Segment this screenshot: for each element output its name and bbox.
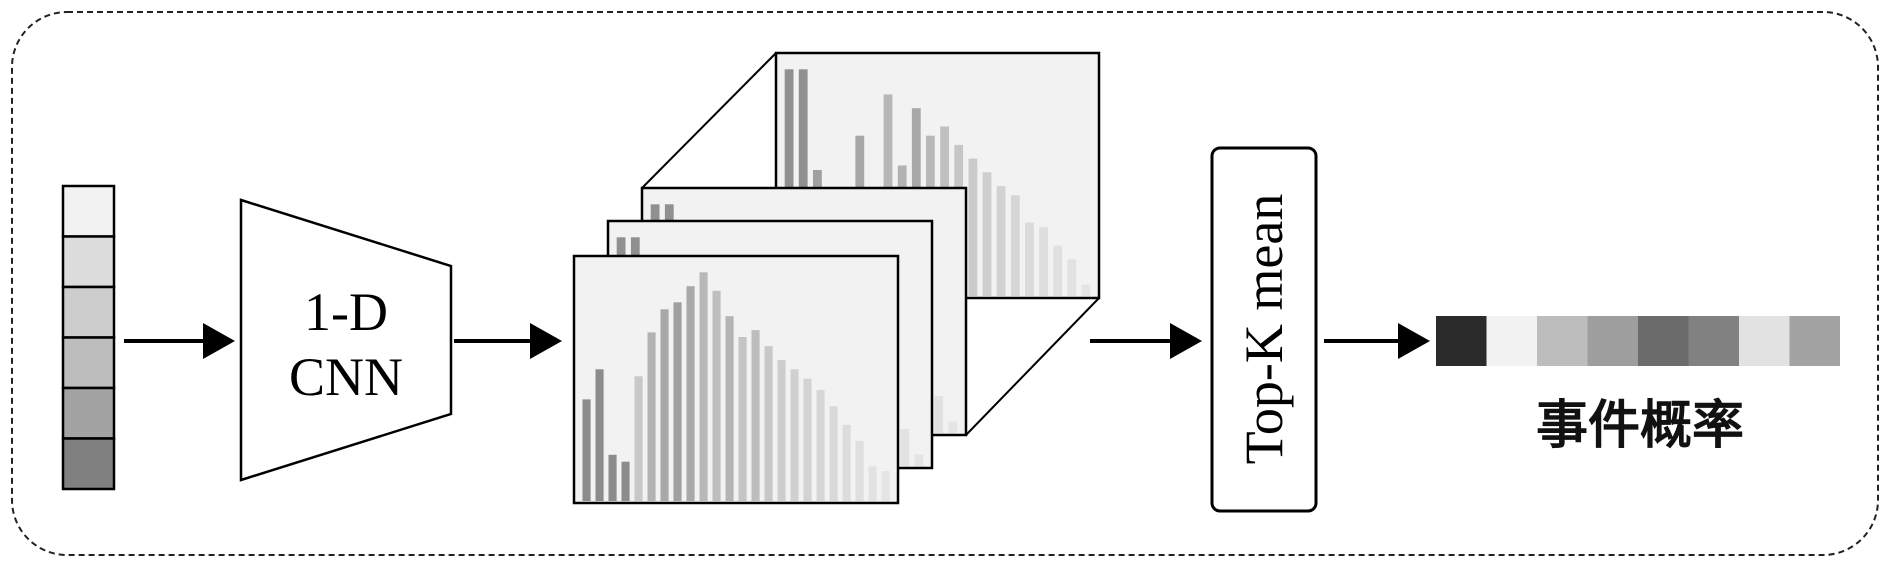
map1-bar xyxy=(621,461,630,501)
topk-mean-block: Top-K mean xyxy=(1210,146,1318,513)
input-vector-cell xyxy=(61,184,116,238)
map1-bar xyxy=(738,337,747,501)
arrow-cnn-to-features xyxy=(454,323,562,359)
map1-bar xyxy=(751,330,760,501)
outer-dashed-frame xyxy=(11,11,1879,556)
map1-bar xyxy=(868,466,877,501)
feature-map-stack xyxy=(572,51,1101,505)
output-vector-cell xyxy=(1789,316,1840,366)
event-probability-label: 事件概率 xyxy=(1536,396,1744,456)
map3-bar xyxy=(934,396,944,433)
map1-bar xyxy=(608,454,617,501)
map1-bar xyxy=(712,290,721,501)
map1-bar xyxy=(777,360,786,501)
cnn-label-line2: CNN xyxy=(289,347,403,407)
arrow-features-to-topk xyxy=(1090,323,1202,359)
map1-bar xyxy=(725,316,734,501)
map1-bar xyxy=(829,406,838,501)
map1-bar xyxy=(816,390,825,501)
zoomed-map-bar xyxy=(1053,245,1063,296)
map1-bar xyxy=(686,286,695,501)
zoomed-map-bar xyxy=(982,172,992,296)
input-vector xyxy=(61,184,116,491)
map1-bar xyxy=(634,376,643,501)
topk-mean-box xyxy=(1210,146,1318,513)
input-vector-cell xyxy=(61,285,116,339)
zoomed-map-bar xyxy=(1067,259,1077,296)
zoomed-map-bar xyxy=(798,69,808,296)
feature-map-1 xyxy=(572,254,900,505)
map1-bar xyxy=(582,399,591,501)
output-vector-cell xyxy=(1638,316,1689,366)
zoomed-map-bar xyxy=(996,186,1006,296)
cnn-trapezoid xyxy=(239,198,453,482)
zoomed-map-bar xyxy=(784,69,794,296)
input-vector-cell xyxy=(61,386,116,440)
zoomed-map-bar xyxy=(1025,222,1034,296)
map1-bar xyxy=(595,369,604,501)
map1-bar xyxy=(673,302,682,501)
zoom-projection-line-top xyxy=(641,52,777,189)
cnn-label-line1: 1-D xyxy=(304,282,388,342)
output-vector-cell xyxy=(1537,316,1588,366)
output-vector-cell xyxy=(1688,316,1739,366)
input-vector-cell xyxy=(61,235,116,289)
map1-bar xyxy=(790,369,799,501)
map1-bar xyxy=(842,424,851,501)
output-vector-cell xyxy=(1739,316,1790,366)
zoomed-map-bar xyxy=(1010,195,1020,296)
zoomed-map-bar xyxy=(1039,227,1048,296)
arrow-topk-to-output xyxy=(1324,323,1430,359)
map1-bar xyxy=(855,440,864,501)
map2-bar xyxy=(914,454,924,466)
output-vector-cell xyxy=(1486,316,1537,366)
map1-bar xyxy=(803,378,812,501)
map1-bar xyxy=(764,346,773,501)
zoomed-map-bar xyxy=(1081,284,1091,297)
input-vector-cell xyxy=(61,336,116,390)
map1-bar xyxy=(660,309,669,501)
input-vector-cell xyxy=(61,437,116,491)
map3-bar xyxy=(948,421,958,433)
output-vector-cell xyxy=(1436,316,1487,366)
map1-bar xyxy=(881,471,890,501)
topk-mean-label: Top-K mean xyxy=(1234,194,1294,465)
map1-bar xyxy=(699,272,708,501)
arrow-input-to-cnn xyxy=(124,323,235,359)
cnn-block: 1-D CNN xyxy=(239,198,453,482)
event-probability-vector xyxy=(1436,316,1840,366)
zoomed-map-bar xyxy=(968,158,978,296)
map1-bar xyxy=(647,332,656,501)
map2-bar xyxy=(900,429,910,466)
zoom-projection-line-bottom xyxy=(965,297,1100,436)
output-vector-cell xyxy=(1587,316,1638,366)
